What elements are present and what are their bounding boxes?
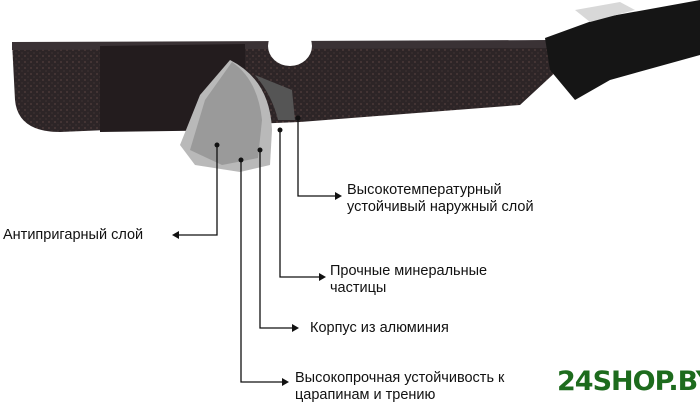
pan-body (12, 26, 560, 132)
label-nonstick-layer: Антипригарный слой (3, 227, 144, 243)
leader-lines (178, 118, 337, 383)
arrowheads (172, 192, 342, 386)
label-mineral-particles: Прочные минеральные частицы (330, 263, 488, 296)
label-outer-layer: Высокотемпературный устойчивый наружный … (347, 182, 534, 215)
label-aluminium-body: Корпус из алюминия (310, 320, 449, 336)
pointer-dots (214, 115, 301, 163)
shop-logo: 24SHOP.BY (557, 366, 700, 397)
pan-handle (545, 0, 700, 100)
layer-cutaway (180, 60, 295, 172)
label-scratch-resistance: Высокопрочная устойчивость к царапинам и… (295, 370, 505, 403)
